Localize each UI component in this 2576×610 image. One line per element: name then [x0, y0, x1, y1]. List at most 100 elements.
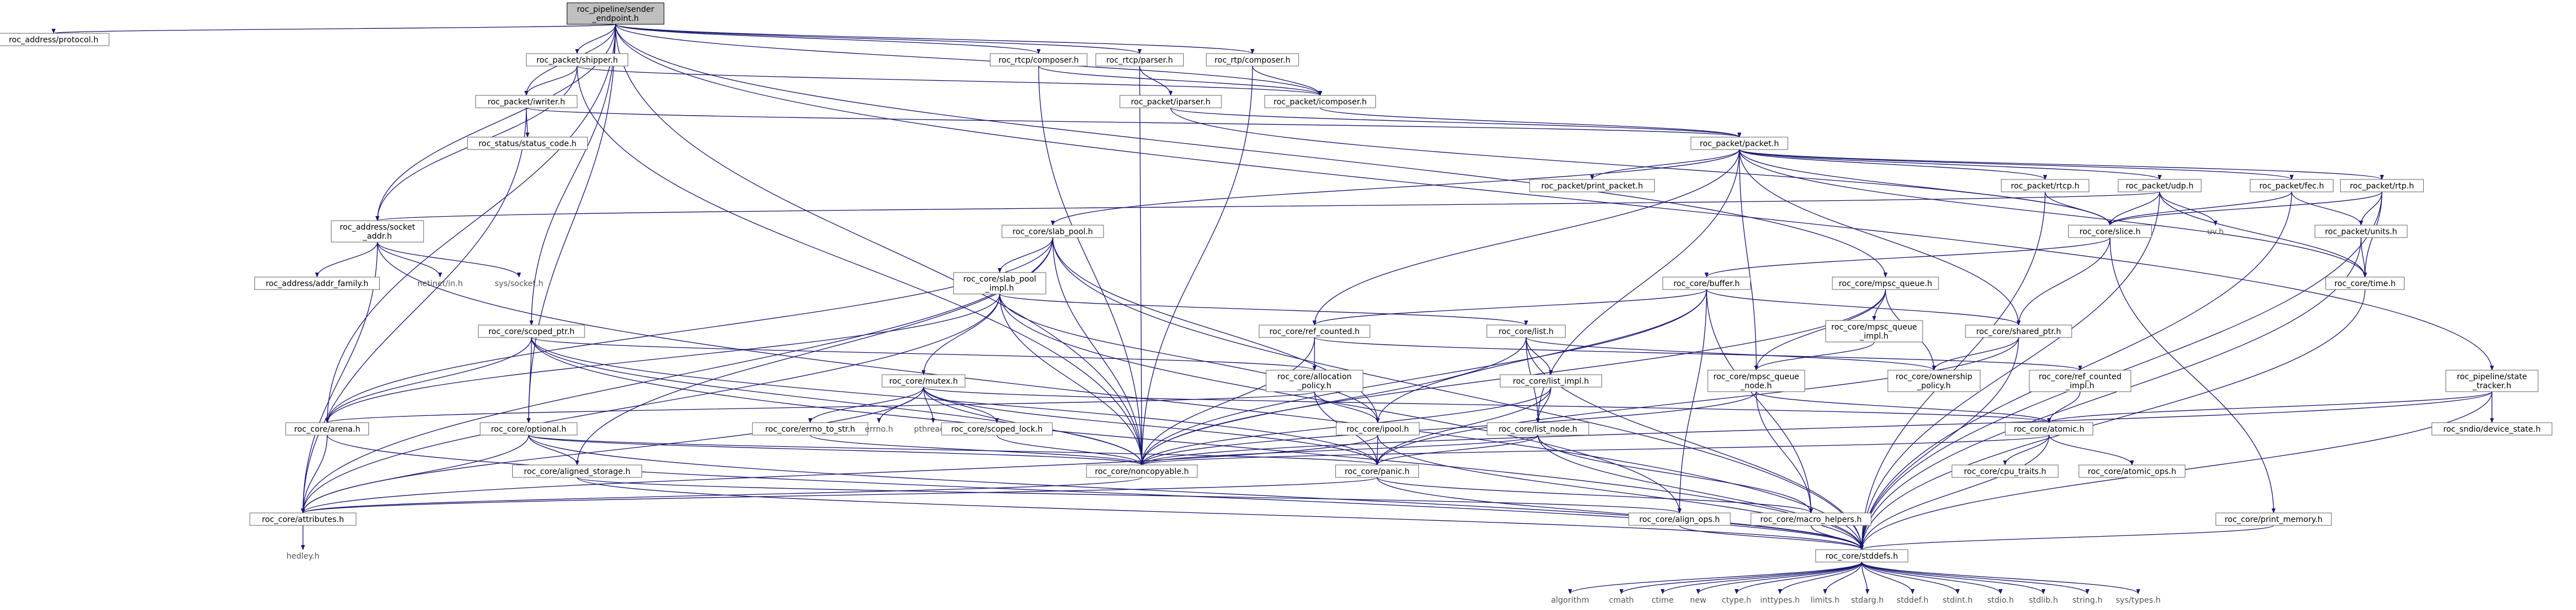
edge-stddefs-to-string-h: [1861, 561, 2090, 594]
edge-iparser-to-packet: [1170, 107, 1742, 138]
node-cpu-traits[interactable]: roc_core/cpu_traits.h: [1951, 464, 2059, 478]
node-atomic[interactable]: roc_core/atomic.h: [2004, 422, 2094, 436]
node-box: [249, 512, 357, 526]
node-list-impl[interactable]: roc_core/list_impl.h: [1500, 374, 1602, 388]
edge-rtp-comp-to-noncopyable: [1140, 65, 1253, 466]
node-box: [1825, 320, 1923, 343]
edge-atomic-to-stddefs: [1860, 435, 2050, 550]
node-mutex[interactable]: roc_core/mutex.h: [881, 374, 966, 388]
node-label: new: [1690, 596, 1707, 605]
node-rtcp-h[interactable]: roc_packet/rtcp.h: [2001, 179, 2090, 192]
node-macro-helpers[interactable]: roc_core/macro_helpers.h: [1751, 512, 1871, 526]
node-shipper[interactable]: roc_packet/shipper.h: [526, 53, 628, 67]
node-rtcp-parser[interactable]: roc_rtcp/parser.h: [1095, 53, 1184, 67]
node-slab-pool-impl[interactable]: roc_core/slab_pool_impl.h: [953, 272, 1047, 295]
node-alloc-policy[interactable]: roc_core/allocation_policy.h: [1265, 370, 1364, 392]
edge-buffer-to-align-ops: [1677, 289, 1707, 514]
node-state-tracker[interactable]: roc_pipeline/state_tracker.h: [2445, 370, 2539, 392]
node-buffer[interactable]: roc_core/buffer.h: [1662, 277, 1751, 290]
node-scoped-ptr[interactable]: roc_core/scoped_ptr.h: [478, 324, 585, 338]
node-ownership[interactable]: roc_core/ownership_policy.h: [1887, 370, 1981, 392]
node-aligned-storage[interactable]: roc_core/aligned_storage.h: [512, 464, 643, 478]
node-slice[interactable]: roc_core/slice.h: [2068, 225, 2152, 238]
edge-root-to-state-tracker: [615, 24, 2494, 371]
edge-arena-to-stddefs: [327, 435, 1864, 550]
node-rtp-h[interactable]: roc_packet/rtp.h: [2340, 179, 2424, 192]
edge-fec-h-to-slice: [2108, 191, 2292, 226]
node-optional[interactable]: roc_core/optional.h: [480, 422, 578, 436]
node-box: [285, 422, 370, 436]
node-sndio-state[interactable]: roc_sndio/device_state.h: [2432, 422, 2552, 436]
node-label: limits.h: [1810, 596, 1839, 605]
node-label: roc_core/mpsc_queue_impl.h: [1831, 323, 1917, 341]
edge-ref-counted-impl-to-atomic: [2047, 391, 2081, 423]
node-atomic-ops[interactable]: roc_core/atomic_ops.h: [2078, 464, 2186, 478]
node-shared-ptr[interactable]: roc_core/shared_ptr.h: [1965, 324, 2072, 338]
node-noncopyable[interactable]: roc_core/noncopyable.h: [1086, 464, 1198, 478]
node-box: [526, 53, 628, 67]
node-ipool[interactable]: roc_core/ipool.h: [1335, 422, 1420, 436]
node-ref-counted[interactable]: roc_core/ref_counted.h: [1259, 324, 1370, 338]
node-sock-addr[interactable]: roc_address/socket_addr.h: [331, 220, 424, 243]
node-box: [1264, 95, 1376, 108]
node-align-ops[interactable]: roc_core/align_ops.h: [1628, 512, 1731, 526]
node-icomposer[interactable]: roc_packet/icomposer.h: [1264, 95, 1376, 108]
node-stddefs[interactable]: roc_core/stddefs.h: [1815, 549, 1909, 563]
node-status[interactable]: roc_status/status_code.h: [467, 137, 588, 150]
node-box: [1832, 277, 1939, 290]
node-scoped-lock[interactable]: roc_core/scoped_lock.h: [941, 422, 1053, 436]
node-box: [2078, 464, 2186, 478]
node-errno-h: errno.h: [865, 425, 893, 434]
node-attributes[interactable]: roc_core/attributes.h: [249, 512, 357, 526]
node-mpsc-queue-impl[interactable]: roc_core/mpsc_queue_impl.h: [1825, 320, 1923, 343]
node-mpsc-queue[interactable]: roc_core/mpsc_queue.h: [1832, 277, 1939, 290]
node-rtcp-comp[interactable]: roc_rtcp/composer.h: [990, 53, 1088, 67]
node-fec-h[interactable]: roc_packet/fec.h: [2249, 179, 2334, 192]
edge-slab-pool-to-arena: [325, 237, 1053, 423]
edge-udp-h-to-sock-addr: [376, 191, 2160, 221]
node-list-node[interactable]: roc_core/list_node.h: [1487, 422, 1589, 436]
edge-buffer-to-ref-counted: [1312, 289, 1707, 326]
node-box: [1487, 422, 1589, 436]
node-rtp-comp[interactable]: roc_rtp/composer.h: [1206, 53, 1299, 67]
node-packet[interactable]: roc_packet/packet.h: [1690, 137, 1788, 150]
node-slab-pool[interactable]: roc_core/slab_pool.h: [1001, 225, 1104, 238]
node-units[interactable]: roc_packet/units.h: [2314, 225, 2408, 238]
node-mpsc-queue-node[interactable]: roc_core/mpsc_queue_node.h: [1707, 370, 1805, 392]
edge-shipper-to-iwriter: [524, 65, 578, 96]
node-arena[interactable]: roc_core/arena.h: [285, 422, 370, 436]
edge-slab-pool-impl-to-align-ops: [999, 293, 1682, 514]
node-udp-h[interactable]: roc_packet/udp.h: [2117, 179, 2202, 192]
node-print-packet[interactable]: roc_packet/print_packet.h: [1529, 179, 1655, 192]
node-box: [1707, 370, 1805, 392]
node-label: roc_status/status_code.h: [478, 139, 577, 148]
node-label: roc_packet/shipper.h: [537, 56, 618, 65]
node-iwriter[interactable]: roc_packet/iwriter.h: [475, 95, 578, 108]
edge-scoped-ptr-to-alloc-policy: [531, 337, 1317, 371]
node-label: uv.h: [2207, 227, 2223, 236]
node-label: roc_rtcp/parser.h: [1106, 56, 1173, 65]
edge-root-to-icomposer: [615, 24, 1322, 96]
edge-root-to-rtp-comp: [615, 24, 1255, 54]
node-addr-family[interactable]: roc_address/addr_family.h: [254, 277, 380, 290]
node-label: roc_core/atomic.h: [2014, 425, 2085, 434]
edge-panic-to-attributes: [301, 477, 1378, 514]
node-time-h[interactable]: roc_core/time.h: [2326, 277, 2404, 290]
edge-ipool-to-stddefs: [1377, 435, 1864, 550]
edge-mpsc-queue-node-to-noncopyable: [1140, 391, 1757, 466]
node-errno-to-str[interactable]: roc_core/errno_to_str.h: [752, 422, 868, 436]
node-label: roc_core/panic.h: [1344, 467, 1409, 476]
node-stdarg: stdarg.h: [1851, 596, 1884, 605]
edge-macro-helpers-to-stddefs: [1810, 525, 1864, 550]
node-print-memory[interactable]: roc_core/print_memory.h: [2215, 512, 2332, 526]
node-panic[interactable]: roc_core/panic.h: [1335, 464, 1419, 478]
node-root[interactable]: roc_pipeline/sender_endpoint.h: [566, 2, 665, 25]
node-ref-counted-impl[interactable]: roc_core/ref_counted_impl.h: [2029, 370, 2131, 392]
node-iparser[interactable]: roc_packet/iparser.h: [1119, 95, 1222, 108]
node-box: [953, 272, 1047, 295]
node-addr-proto[interactable]: roc_address/protocol.h: [0, 33, 109, 46]
edge-buffer-to-macro-helpers: [1706, 289, 1813, 514]
edge-alloc-policy-to-ipool: [1314, 391, 1380, 423]
node-list-h[interactable]: roc_core/list.h: [1487, 324, 1566, 338]
